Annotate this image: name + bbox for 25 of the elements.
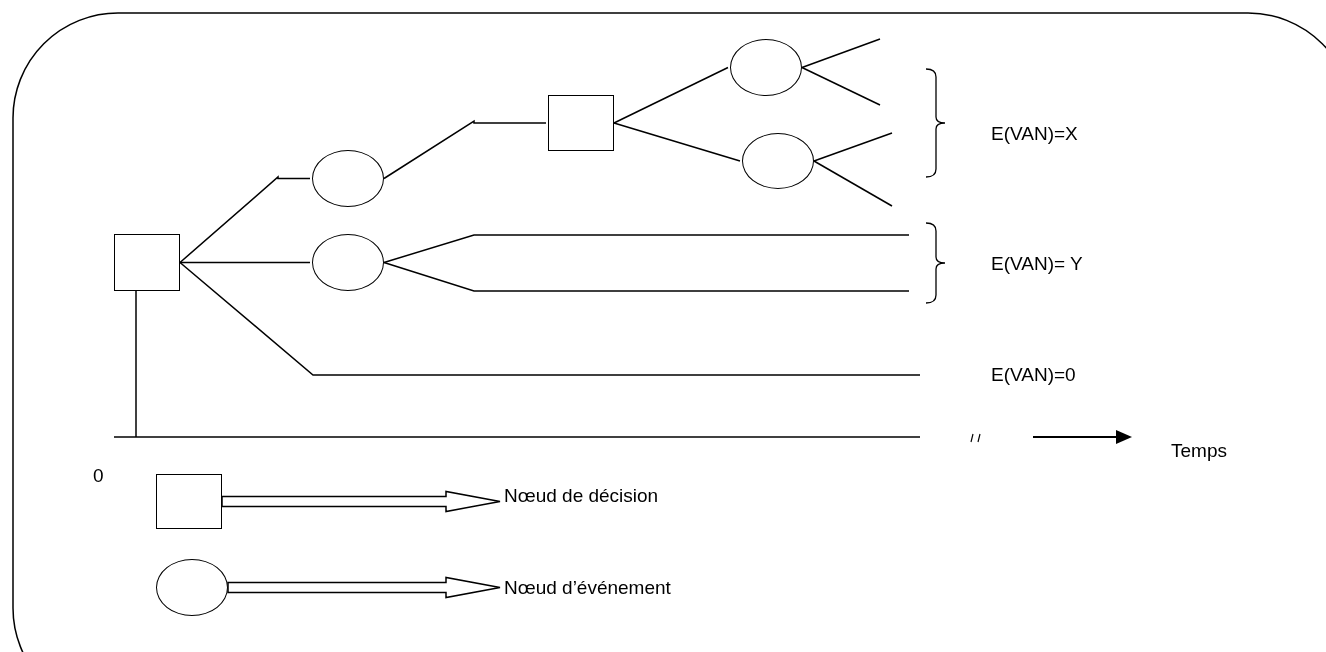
branch-line xyxy=(613,66,729,124)
branch-line xyxy=(135,290,137,438)
branch-line xyxy=(801,38,881,69)
axis-label: Temps xyxy=(1171,439,1227,463)
branch-line xyxy=(813,160,893,207)
branch-line xyxy=(383,234,910,264)
outcome-label: E(VAN)= Y xyxy=(991,252,1083,276)
branch-line xyxy=(801,66,881,106)
branch-line xyxy=(383,261,910,292)
decision-square xyxy=(114,234,180,291)
origin-label: 0 xyxy=(93,464,104,488)
legend-label: Nœud de décision xyxy=(504,484,659,508)
branch-line xyxy=(179,261,311,264)
branch-line xyxy=(383,119,547,180)
hollow-arrow xyxy=(221,490,501,513)
branch-line xyxy=(613,122,741,162)
decision-square xyxy=(548,95,614,151)
hollow-arrow xyxy=(227,576,501,599)
outcome-label: E(VAN)=0 xyxy=(991,363,1076,387)
branch-line xyxy=(813,132,893,162)
legend-label: Nœud d’événement xyxy=(504,576,671,600)
outcome-label: E(VAN)=X xyxy=(991,122,1078,146)
branch-line xyxy=(179,175,311,264)
decision-square xyxy=(156,474,222,529)
branch-line xyxy=(179,261,921,376)
